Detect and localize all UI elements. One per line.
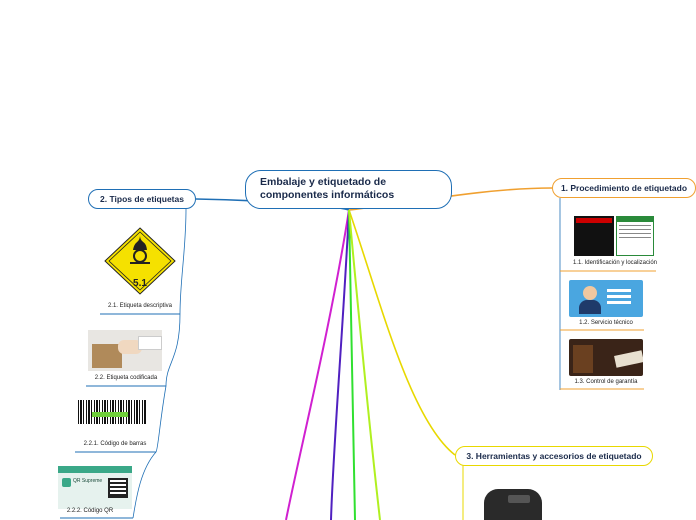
branch-tipos-etiquetas[interactable]: 2. Tipos de etiquetas xyxy=(88,189,196,209)
central-title-line1: Embalaje y etiquetado de xyxy=(260,176,387,188)
child-etiqueta-codificada[interactable]: 2.2. Etiqueta codificada xyxy=(94,375,158,381)
child-control-garantia[interactable]: 1.3. Control de garantía xyxy=(574,379,638,385)
image-control-garantia[interactable] xyxy=(569,339,643,376)
child-etiqueta-descriptiva[interactable]: 2.1. Etiqueta descriptiva xyxy=(107,303,173,309)
image-etiqueta-codificada[interactable] xyxy=(88,330,162,371)
hazard-label-icon[interactable]: 5.1 xyxy=(103,226,177,296)
central-topic[interactable]: Embalaje y etiquetado de componentes inf… xyxy=(245,170,452,209)
image-identificacion[interactable] xyxy=(574,214,656,258)
qr-code-card-image[interactable]: QR Supreme xyxy=(58,466,132,509)
label-printer-image[interactable] xyxy=(478,485,548,520)
image-servicio-tecnico[interactable] xyxy=(569,280,643,317)
branch-procedimiento-etiquetado[interactable]: 1. Procedimiento de etiquetado xyxy=(552,178,696,198)
qr-card-text: QR Supreme xyxy=(73,478,103,484)
child-codigo-qr[interactable]: 2.2.2. Código QR xyxy=(66,508,114,514)
child-servicio-tecnico[interactable]: 1.2. Servicio técnico xyxy=(579,320,633,326)
child-codigo-barras[interactable]: 2.2.1. Código de barras xyxy=(83,441,147,447)
child-identificacion-localizacion[interactable]: 1.1. Identificación y localización xyxy=(572,260,658,266)
barcode-image[interactable] xyxy=(78,400,146,430)
hazard-class-text: 5.1 xyxy=(133,278,147,289)
central-title-line2: componentes informáticos xyxy=(260,189,395,201)
branch-herramientas-accesorios[interactable]: 3. Herramientas y accesorios de etiqueta… xyxy=(455,446,653,466)
